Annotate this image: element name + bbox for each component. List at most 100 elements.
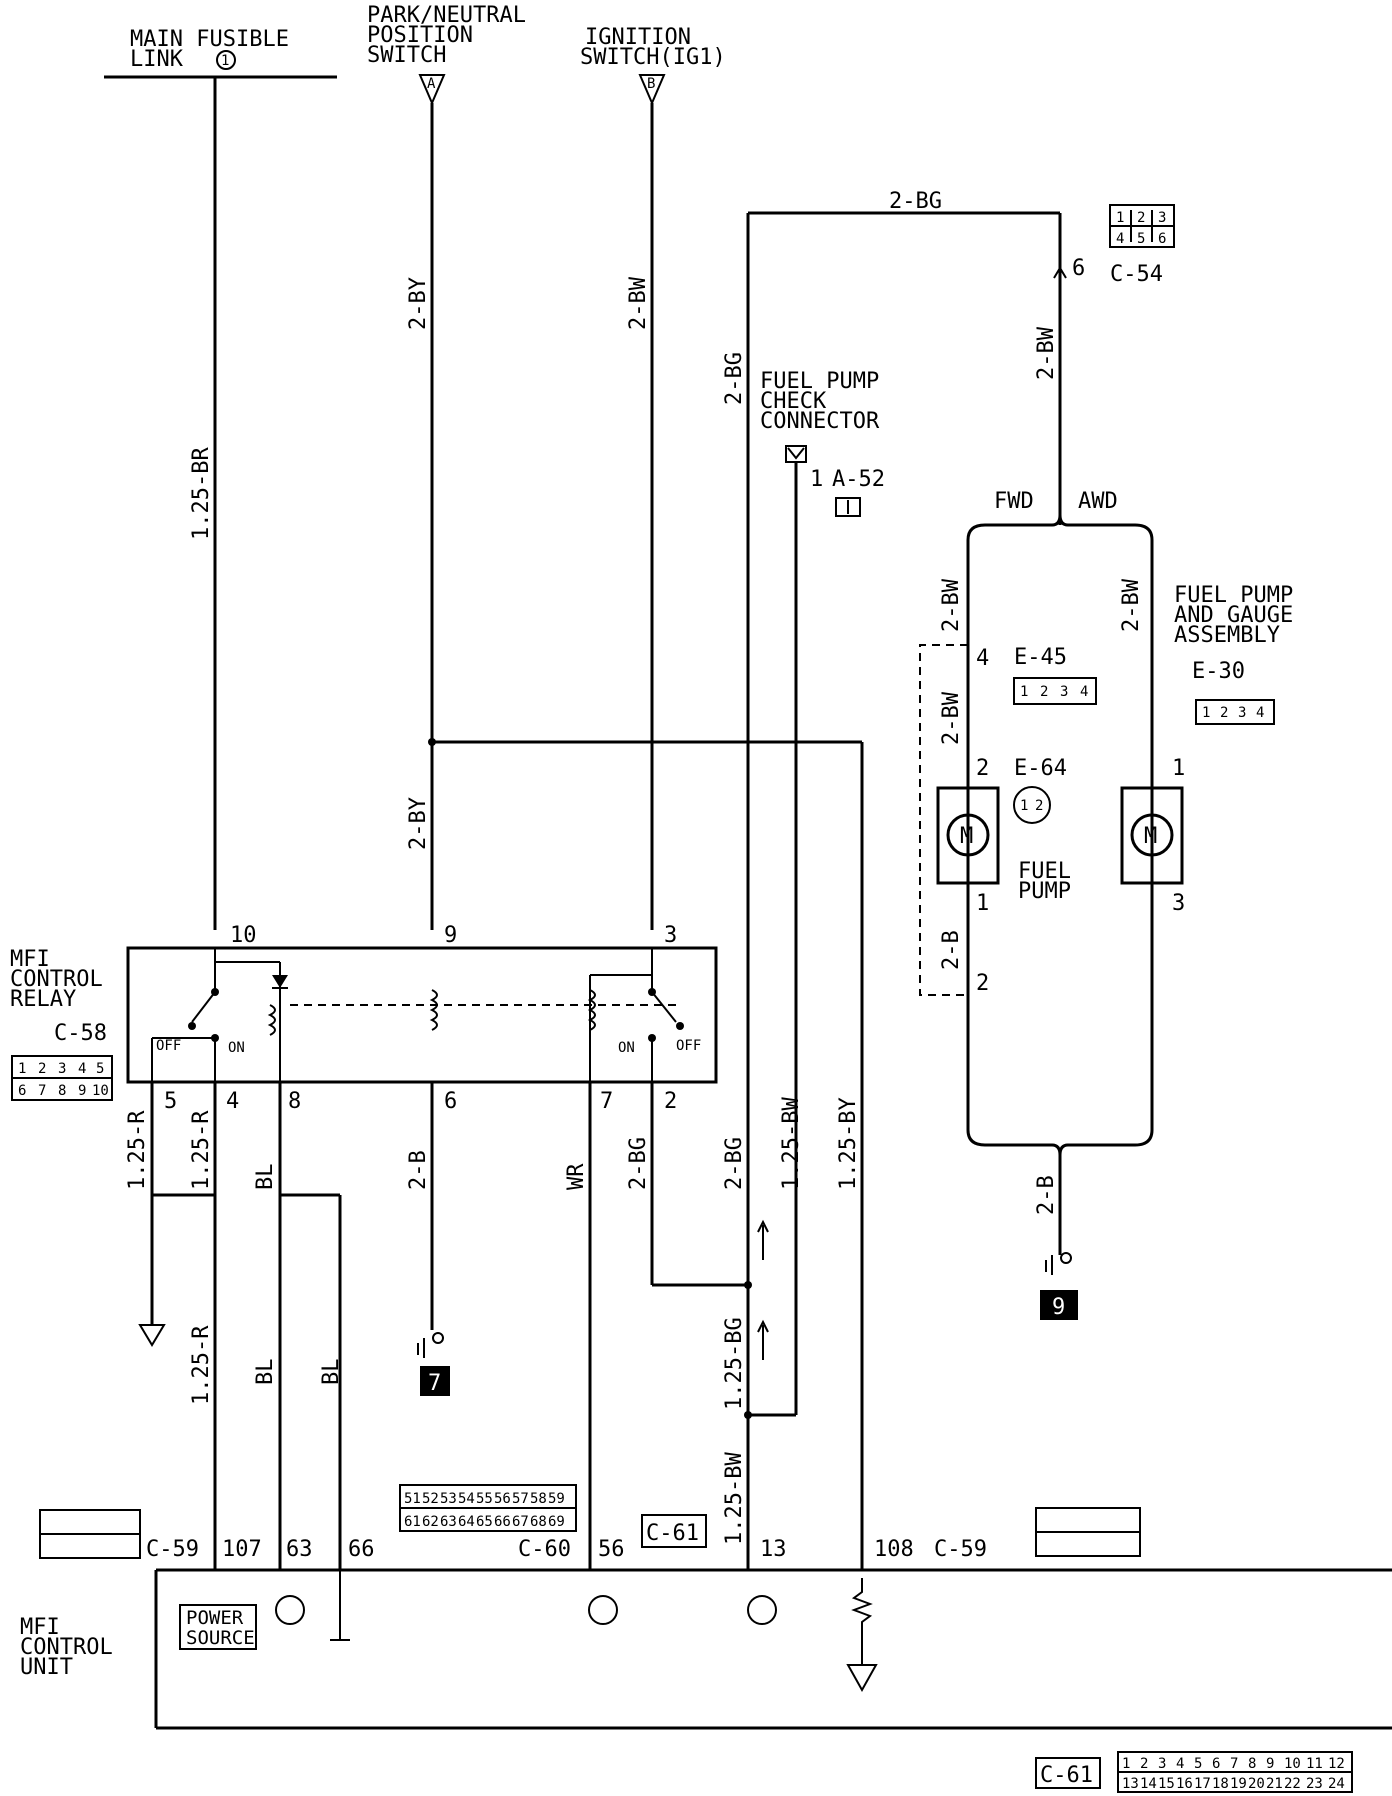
ground-9-box <box>1040 1290 1078 1320</box>
c58-p1: 1 <box>18 1061 26 1077</box>
ground-triangle-left <box>138 1324 166 1347</box>
wire-label-1-25-bg: 1.25-BG <box>722 1317 747 1410</box>
wire-label-1-25-bw-low: 1.25-BW <box>722 1452 747 1545</box>
wire-label-2by-top: 2-BY <box>406 277 431 330</box>
c61-p14: 14 <box>1140 1776 1157 1792</box>
wire-label-2bg-down: 2-BG <box>722 1137 747 1190</box>
a52-icon <box>835 497 861 517</box>
c54-pin2: 2 <box>1137 210 1145 226</box>
fp-check-line1: FUEL PUMP <box>760 369 879 394</box>
e64-p2: 2 <box>1035 798 1043 814</box>
wire-label-1-25-r-b: 1.25-R <box>189 1110 214 1190</box>
fpga-line3: ASSEMBLY <box>1174 623 1280 648</box>
ignition-line2: SWITCH(IG1) <box>580 45 726 70</box>
wire-label-2bg-top: 2-BG <box>889 189 942 214</box>
e64-connector <box>1013 786 1051 824</box>
c54-pin1: 1 <box>1116 210 1124 226</box>
c60-p56: 56 <box>494 1491 511 1507</box>
c60-p54: 54 <box>458 1491 475 1507</box>
c60-p61: 61 <box>404 1514 421 1530</box>
c60-p64: 64 <box>458 1514 475 1530</box>
relay-pin9: 9 <box>444 923 457 948</box>
e30-connector <box>1195 699 1275 725</box>
flow-arrow-1 <box>757 1219 769 1260</box>
fuel-pump-line2: PUMP <box>1018 879 1071 904</box>
ground-triangle-unit <box>846 1664 878 1693</box>
fuel-pump-check-connector: FUEL PUMP CHECK CONNECTOR 1 A-52 <box>744 369 885 1419</box>
wire-label-2bw-right: 2-BW <box>1034 326 1059 380</box>
branch-brace-bottom <box>966 1129 1154 1156</box>
wire-label-2b-fwd: 2-B <box>939 930 964 970</box>
c58-p5: 5 <box>96 1061 104 1077</box>
c61-p18: 18 <box>1212 1776 1229 1792</box>
relay-off-right: OFF <box>676 1038 701 1054</box>
relay-pin10: 10 <box>230 923 257 948</box>
c58-p3: 3 <box>58 1061 66 1077</box>
c60-p52: 52 <box>422 1491 439 1507</box>
ground-7-num: 7 <box>428 1371 441 1396</box>
fusible-link-num: 1 <box>221 53 229 69</box>
c60-p67: 67 <box>512 1514 529 1530</box>
c59-left-label: C-59 <box>146 1537 199 1562</box>
unit-line3: UNIT <box>20 1655 73 1680</box>
ignition-line1: IGNITION <box>585 25 691 50</box>
wire-label-2bw-top: 2-BW <box>626 276 651 330</box>
c61-p13: 13 <box>1122 1776 1139 1792</box>
c60-p55: 55 <box>476 1491 493 1507</box>
c58-p8: 8 <box>58 1083 66 1099</box>
relay-pin2: 2 <box>664 1089 677 1114</box>
awd-motor-circle <box>1130 813 1174 857</box>
unit-pin56: 56 <box>598 1537 625 1562</box>
e30-p2: 2 <box>1220 705 1228 721</box>
c54-pin4: 4 <box>1116 231 1124 247</box>
connector-b-letter: B <box>647 76 655 92</box>
wire-label-2bw-e64: 2-BW <box>939 691 964 745</box>
mfi-control-relay: MFI CONTROL RELAY C-58 1 2 3 4 5 6 7 8 9… <box>10 923 718 1114</box>
unit-pin66: 66 <box>348 1537 375 1562</box>
wire-label-wr: WR <box>564 1163 589 1190</box>
resistor-108 <box>851 1578 873 1650</box>
unit-connector-icons: 51 52 53 54 55 56 57 58 59 61 62 63 64 6… <box>39 1484 1353 1793</box>
c61-p12: 12 <box>1328 1756 1345 1772</box>
fwd-dashed-box <box>919 644 968 996</box>
e45-p1: 1 <box>1020 684 1028 700</box>
c54-pin5: 5 <box>1137 231 1145 247</box>
connector-a-letter: A <box>427 76 436 92</box>
wire-label-2bw-fwd: 2-BW <box>939 578 964 632</box>
transistor-63 <box>275 1595 305 1625</box>
c60-p68: 68 <box>530 1514 547 1530</box>
a52-label: A-52 <box>832 467 885 492</box>
c58-label: C-58 <box>54 1021 107 1046</box>
relay-pin8: 8 <box>288 1089 301 1114</box>
e45-pin4: 4 <box>976 646 989 671</box>
wire-label-1-25-br: 1.25-BR <box>189 447 214 540</box>
wire-label-bl-top: BL <box>253 1164 278 1191</box>
junction-dot <box>428 738 436 746</box>
c61-p7: 7 <box>1230 1756 1238 1772</box>
park-neutral-line2: POSITION <box>367 23 473 48</box>
c61-p24: 24 <box>1328 1776 1345 1792</box>
c58-p9: 9 <box>78 1083 86 1099</box>
ground-9-num: 9 <box>1052 1295 1065 1320</box>
awd-label: AWD <box>1078 489 1118 514</box>
unit-pin108: 108 <box>874 1537 914 1562</box>
e45-p3: 3 <box>1060 684 1068 700</box>
flow-arrow-2 <box>757 1319 769 1360</box>
unit-pin63: 63 <box>286 1537 313 1562</box>
ground-7: 7 <box>417 1332 450 1396</box>
c60-p57: 57 <box>512 1491 529 1507</box>
power-source-line1: POWER <box>186 1607 244 1629</box>
fwd-motor-circle <box>946 813 990 857</box>
fp-check-line3: CONNECTOR <box>760 409 880 434</box>
c61-p22: 22 <box>1284 1776 1301 1792</box>
c61-bottom-icon <box>1035 1757 1101 1789</box>
wire-label-2by-mid: 2-BY <box>406 797 431 850</box>
c61-p11: 11 <box>1306 1756 1323 1772</box>
awd-fuel-pump-group: FUEL PUMP AND GAUGE ASSEMBLY E-30 1 2 3 … <box>1120 583 1293 916</box>
c59-right-label: C-59 <box>934 1537 987 1562</box>
wire-label-2bw-awd: 2-BW <box>1119 578 1144 632</box>
e64-pin2: 2 <box>976 756 989 781</box>
power-source-box <box>179 1604 257 1650</box>
c60-p51: 51 <box>404 1491 421 1507</box>
relay-line1: MFI <box>10 947 50 972</box>
